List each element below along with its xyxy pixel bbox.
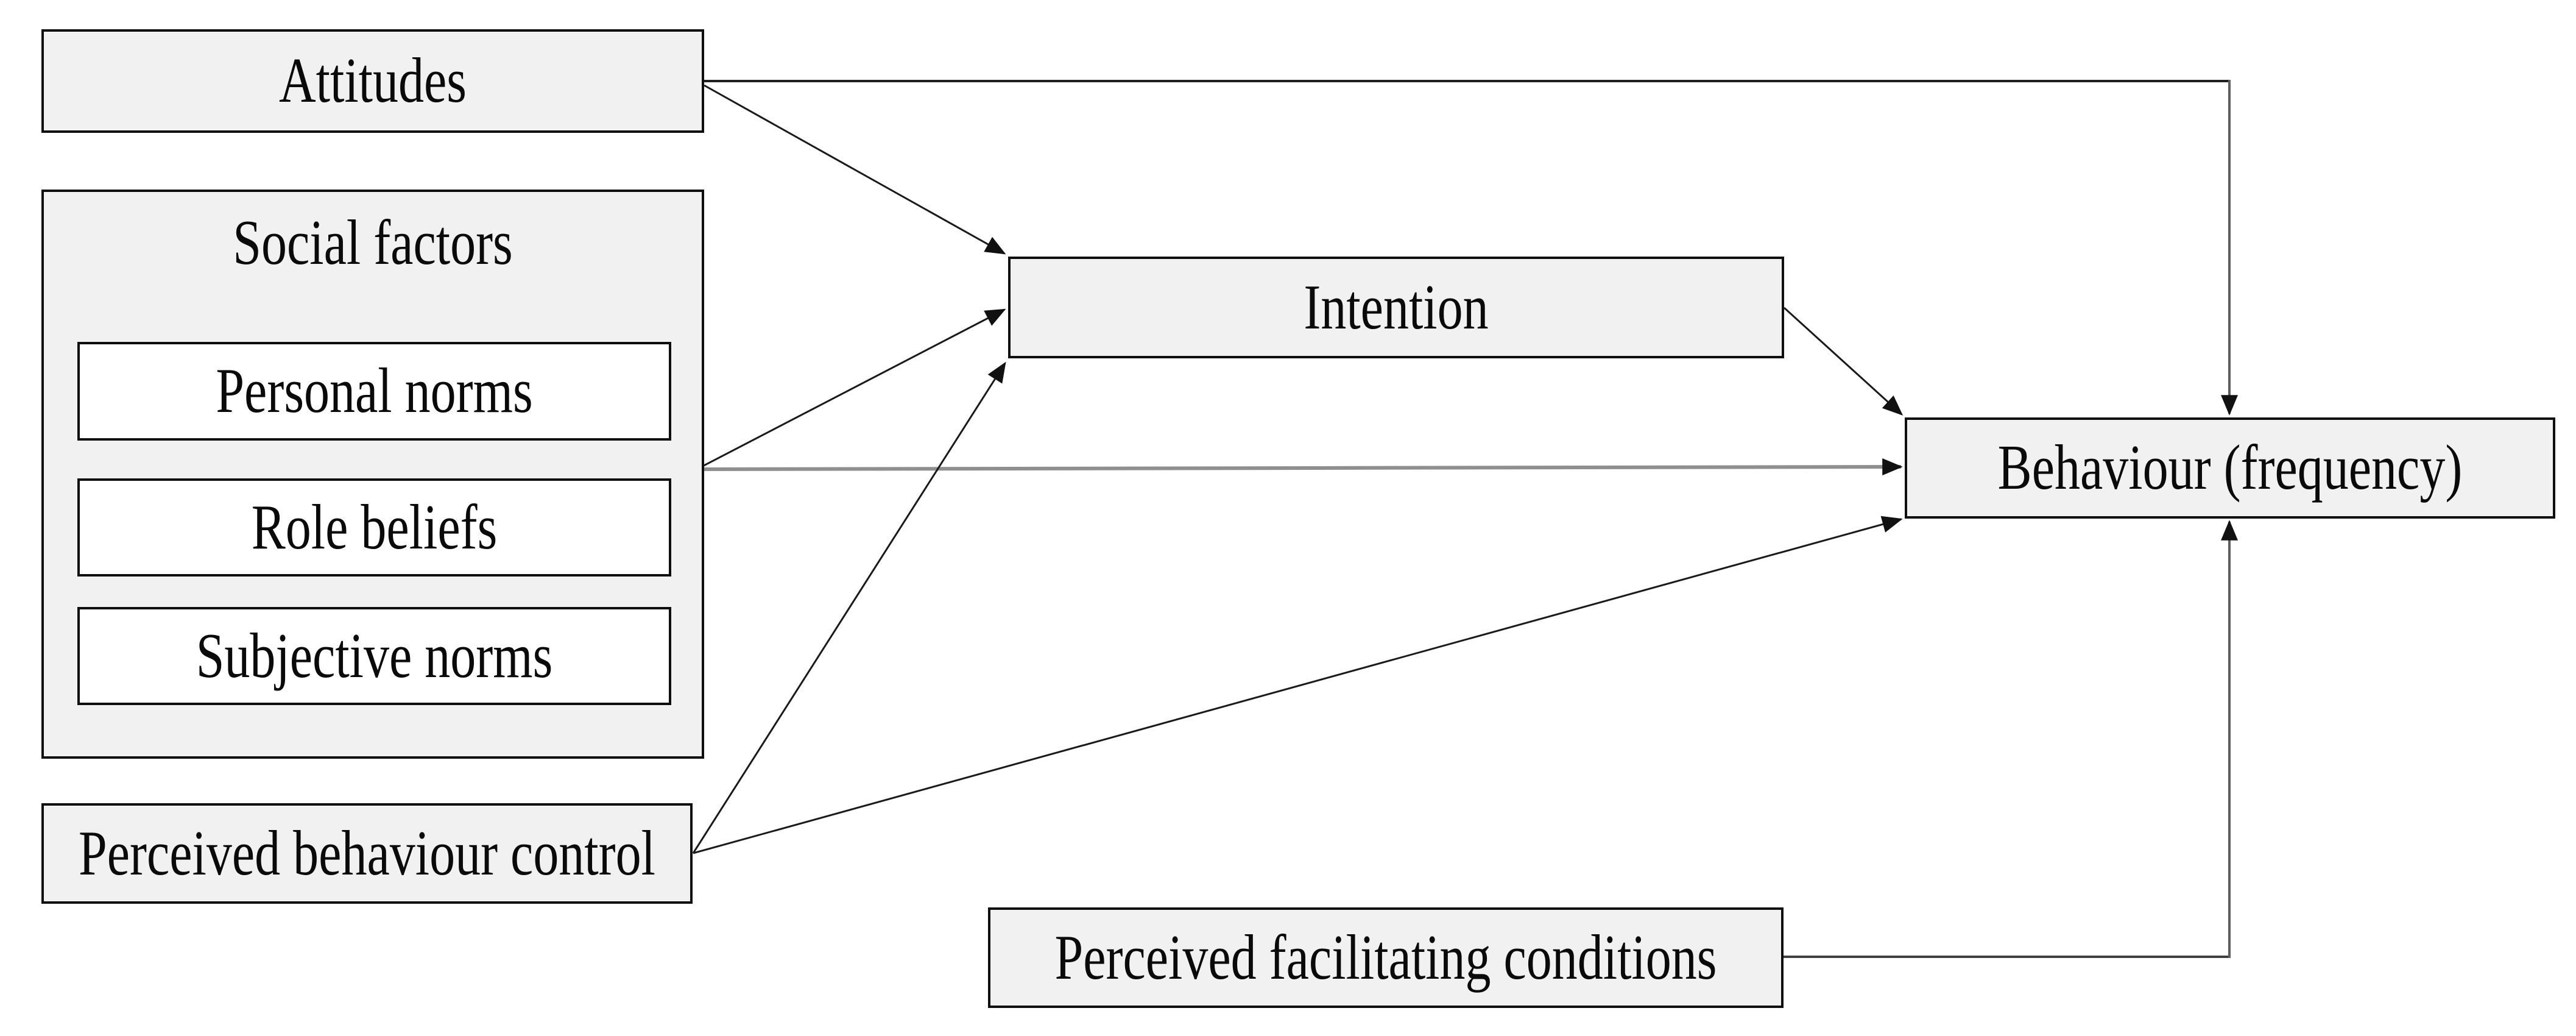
node-intention-label: Intention bbox=[1304, 271, 1489, 342]
node-perceived-facilitating-conditions-label: Perceived facilitating conditions bbox=[1054, 921, 1717, 993]
edge-attitudes-intention bbox=[704, 84, 1006, 255]
node-social-factors: Social factors Personal norms Role belie… bbox=[41, 190, 704, 759]
edge-intention-behaviour bbox=[1783, 307, 1904, 416]
edge-social-intention bbox=[694, 308, 1006, 472]
node-subjective-norms: Subjective norms bbox=[77, 607, 671, 705]
node-perceived-behaviour-control: Perceived behaviour control bbox=[41, 803, 693, 904]
node-social-factors-label: Social factors bbox=[233, 207, 513, 279]
edge-social-behaviour bbox=[694, 458, 1903, 476]
node-personal-norms-label: Personal norms bbox=[216, 355, 533, 427]
node-perceived-behaviour-control-label: Perceived behaviour control bbox=[79, 817, 655, 889]
node-role-beliefs-label: Role beliefs bbox=[251, 491, 498, 562]
node-subjective-norms-label: Subjective norms bbox=[196, 620, 553, 691]
edge-pbc-intention bbox=[692, 361, 1006, 854]
node-personal-norms: Personal norms bbox=[77, 342, 671, 441]
node-behaviour: Behaviour (frequency) bbox=[1905, 417, 2555, 519]
node-role-beliefs: Role beliefs bbox=[77, 478, 671, 577]
node-attitudes-label: Attitudes bbox=[279, 45, 467, 116]
edge-pbc-behaviour bbox=[693, 516, 1903, 854]
node-intention: Intention bbox=[1008, 257, 1784, 358]
node-attitudes: Attitudes bbox=[41, 29, 704, 133]
node-behaviour-label: Behaviour (frequency) bbox=[1997, 432, 2463, 503]
node-perceived-facilitating-conditions: Perceived facilitating conditions bbox=[988, 907, 1784, 1008]
